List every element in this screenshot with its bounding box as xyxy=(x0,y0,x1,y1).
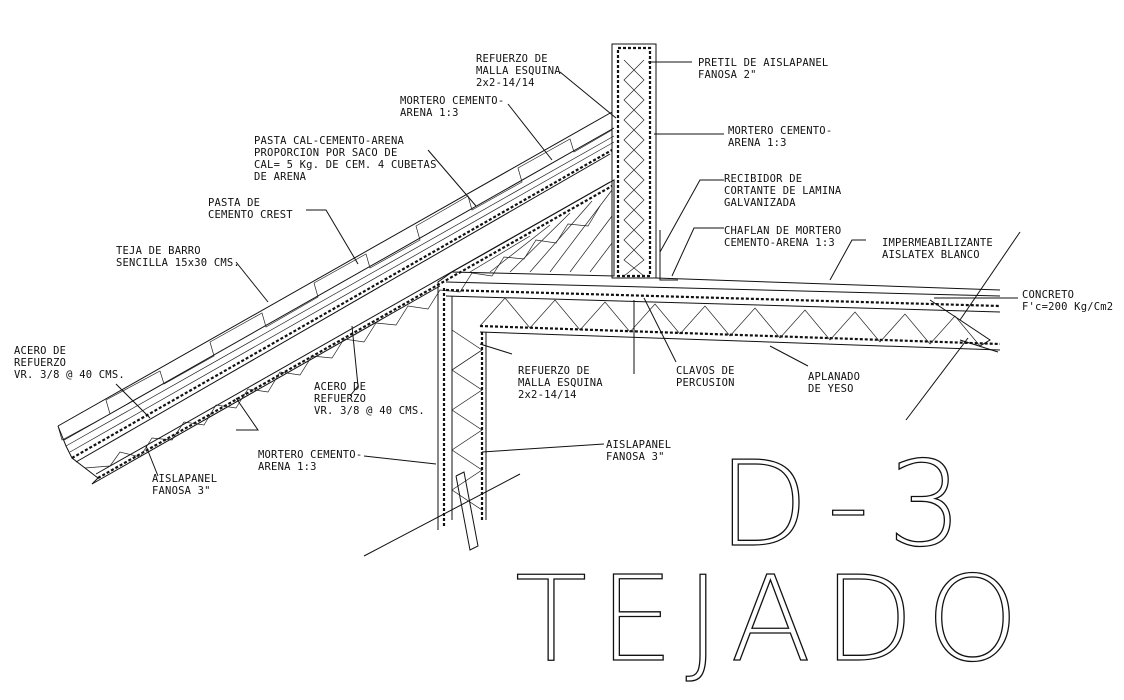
drawing-name: TEJADO xyxy=(515,550,1031,688)
concrete-fill-hatch xyxy=(450,179,615,277)
drawing-title-block: D-3 TEJADO xyxy=(514,434,1031,688)
label-mortero-right: MORTERO CEMENTO-ARENA 1:3 xyxy=(728,125,832,149)
parapet-panel xyxy=(611,43,678,281)
flat-slab-assembly xyxy=(445,231,1021,421)
sloped-roof-assembly xyxy=(57,111,615,485)
drawing-code: D-3 xyxy=(718,435,981,573)
label-mortero-left: MORTERO CEMENTO-ARENA 1:3 xyxy=(400,95,504,119)
vertical-wall-panel xyxy=(363,271,521,557)
leader-lines xyxy=(115,61,1018,477)
label-mortero-bottom: MORTERO CEMENTO-ARENA 1:3 xyxy=(258,449,362,473)
